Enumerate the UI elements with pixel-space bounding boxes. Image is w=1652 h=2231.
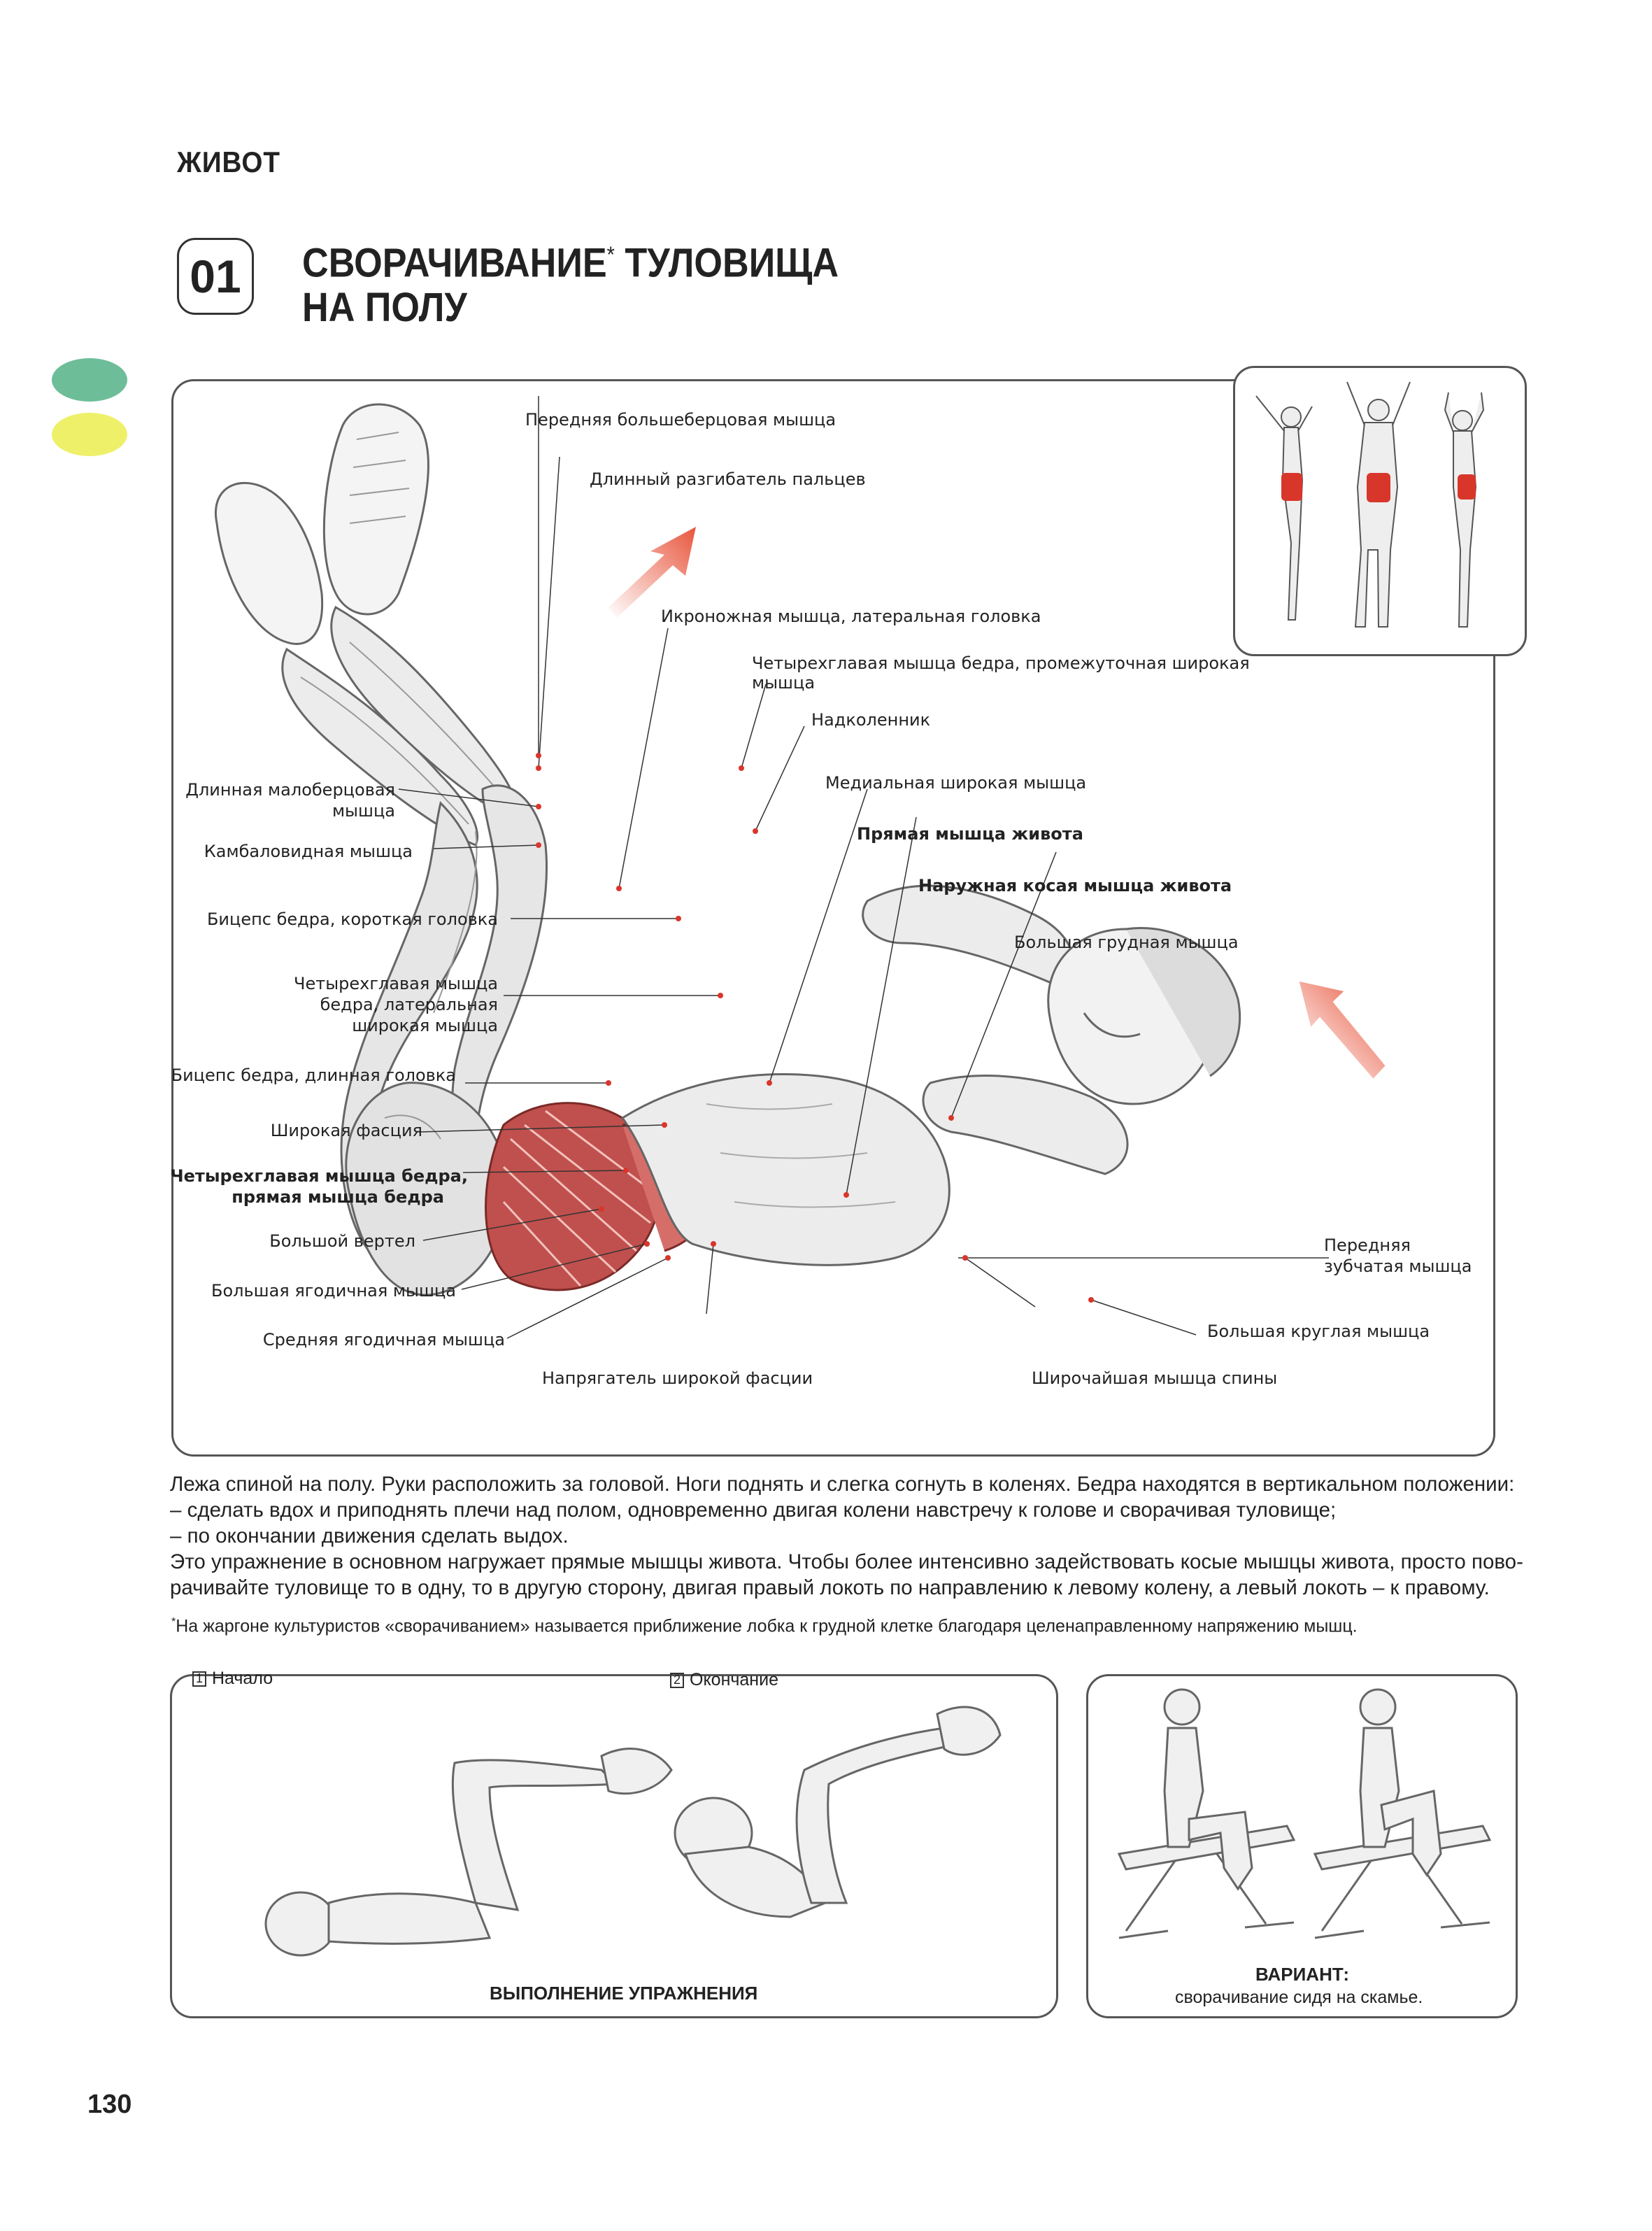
footnote-star: *	[171, 1616, 176, 1628]
label-peroneus-2: мышца	[332, 801, 395, 821]
step-end-number: 2	[670, 1672, 684, 1688]
lower-legs	[281, 605, 516, 847]
direction-arrow-right	[1299, 981, 1386, 1079]
exercise-title: СВОРАЧИВАНИЕ* ТУЛОВИЩА НА ПОЛУ	[302, 232, 839, 330]
label-patella: Надколенник	[811, 710, 931, 730]
label-tensor: Напрягатель широкой фасции	[542, 1368, 813, 1388]
label-external-oblique: Наружная косая мышца живота	[918, 876, 1232, 895]
label-pectoralis-major: Большая грудная мышца	[1014, 933, 1239, 952]
hips	[345, 1082, 508, 1296]
label-serratus-1: Передняя	[1324, 1235, 1411, 1255]
label-rectus-femoris-2: прямая мышца бедра	[232, 1187, 444, 1207]
label-tibialis-anterior: Передняя большеберцовая мышца	[525, 410, 836, 430]
difficulty-dot-green	[52, 358, 127, 402]
highlighted-abs	[1281, 473, 1476, 502]
label-gastrocnemius: Икроножная мышца, латеральная головка	[661, 607, 1041, 626]
label-vastus-intermedius-1: Четырехглавая мышца бедра, промежуточная…	[752, 653, 1250, 673]
label-biceps-long: Бицепс бедра, длинная головка	[171, 1065, 456, 1085]
exercise-description: Лежа спиной на полу. Руки расположить за…	[170, 1471, 1541, 1601]
anatomy-frame	[171, 379, 1495, 1457]
label-rectus-abdominis: Прямая мышца живота	[857, 824, 1083, 844]
torso	[620, 1073, 950, 1266]
variant-frame	[1086, 1674, 1518, 2018]
title-star: *	[606, 242, 615, 267]
step-start-label: Начало	[212, 1669, 273, 1688]
label-vastus-medialis: Медиальная широкая мышца	[825, 773, 1087, 793]
leader-lines	[398, 396, 1329, 1339]
step-start: 1 Начало	[192, 1669, 273, 1689]
execution-frame	[170, 1674, 1058, 2018]
label-vastus-lateralis-3: широкая мышца	[352, 1016, 498, 1035]
sneakers	[215, 403, 429, 645]
label-vastus-intermedius-2: мышца	[752, 673, 816, 693]
label-rectus-femoris-1: Четырехглавая мышца бедра,	[170, 1166, 468, 1186]
footnote-text: На жаргоне культуристов «сворачиванием» …	[176, 1616, 1358, 1636]
label-gluteus-med: Средняя ягодичная мышца	[262, 1330, 505, 1350]
page-number: 130	[87, 2090, 132, 2119]
label-serratus-2: зубчатая мышца	[1324, 1256, 1472, 1276]
label-gluteus-max: Большая ягодичная мышца	[211, 1281, 456, 1301]
label-fascia-lata: Широкая фасция	[270, 1121, 422, 1140]
label-ext-digitorum: Длинный разгибатель пальцев	[590, 469, 866, 489]
label-teres-major: Большая круглая мышца	[1207, 1322, 1430, 1341]
execution-illustrations	[264, 1706, 1002, 1957]
head	[1047, 927, 1241, 1105]
muscle-map-thumbnail	[1233, 366, 1527, 656]
label-latissimus: Широчайшая мышца спины	[1032, 1368, 1278, 1388]
label-soleus: Камбаловидная мышца	[204, 842, 413, 861]
label-peroneus-1: Длинная малоберцовая	[185, 780, 395, 800]
exercise-number: 01	[177, 238, 254, 315]
execution-caption: ВЫПОЛНЕНИЕ УПРАЖНЕНИЯ	[490, 1983, 758, 2004]
section-label: ЖИВОТ	[177, 146, 280, 178]
description-line: Это упражнение в основном нагружает прям…	[170, 1550, 1523, 1573]
footnote: *На жаргоне культуристов «сворачиванием»…	[171, 1616, 1358, 1636]
difficulty-dot-yellow	[52, 413, 127, 456]
variant-text: сворачивание сидя на скамье.	[1175, 1988, 1423, 2007]
label-vastus-lateralis-2: бедра, латеральная	[320, 995, 498, 1014]
title-line1: СВОРАЧИВАНИЕ	[302, 240, 607, 286]
label-trochanter: Большой вертел	[269, 1231, 415, 1251]
anatomy-illustration	[215, 396, 1386, 1339]
description-line: – сделать вдох и приподнять плечи над по…	[170, 1499, 1337, 1522]
label-vastus-lateralis-1: Четырехглавая мышца	[294, 974, 498, 993]
direction-arrow-top	[608, 527, 696, 618]
muscle-map-figures	[1255, 381, 1485, 628]
variant-illustration	[1117, 1688, 1492, 1939]
description-line: – по окончании движения сделать выдох.	[170, 1524, 569, 1547]
step-start-number: 1	[192, 1671, 206, 1687]
step-end: 2 Окончание	[670, 1670, 778, 1690]
description-line: рачивайте туловище то в одну, то в другу…	[170, 1576, 1490, 1599]
title-line2: НА ПОЛУ	[302, 285, 467, 331]
marker-dots	[536, 753, 1094, 1303]
title-line1-end: ТУЛОВИЩА	[614, 240, 839, 286]
variant-title: ВАРИАНТ:	[1255, 1964, 1350, 1985]
description-line: Лежа спиной на полу. Руки расположить за…	[170, 1473, 1515, 1496]
step-end-label: Окончание	[690, 1670, 778, 1690]
label-biceps-short: Бицепс бедра, короткая головка	[206, 909, 498, 929]
